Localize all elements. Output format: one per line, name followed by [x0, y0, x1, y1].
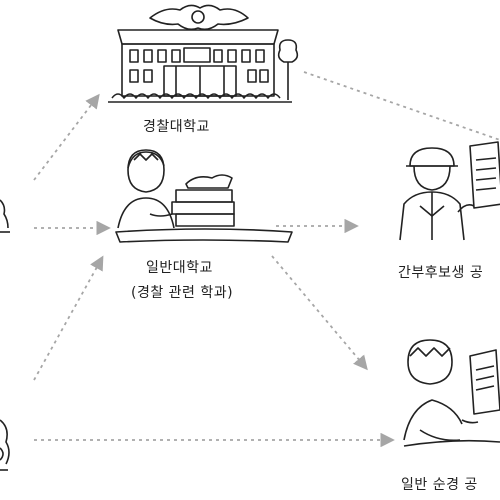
person-icon-top [0, 199, 10, 233]
police-officer-with-document-icon [399, 141, 500, 241]
police-university-label: 경찰대학교 [143, 119, 210, 135]
person-icon-bottom [0, 419, 10, 471]
general-university-sublabel: (경찰 관련 학과) [131, 285, 234, 301]
student-studying-icon [115, 149, 293, 243]
arrow-police-univ-to-cadet [303, 71, 500, 141]
cadet-recruitment-label: 간부후보생 공 [398, 265, 484, 281]
police-university-building-icon [108, 4, 299, 103]
student-writing-exam-icon [403, 339, 500, 447]
arrow-start-bottom-to-general-univ [33, 255, 104, 381]
arrow-general-univ-to-general-recruit [271, 255, 368, 371]
general-university-label: 일반대학교 [146, 260, 213, 276]
arrow-start-top-to-police-univ [33, 93, 100, 181]
general-recruitment-label: 일반 순경 공 [401, 477, 478, 493]
